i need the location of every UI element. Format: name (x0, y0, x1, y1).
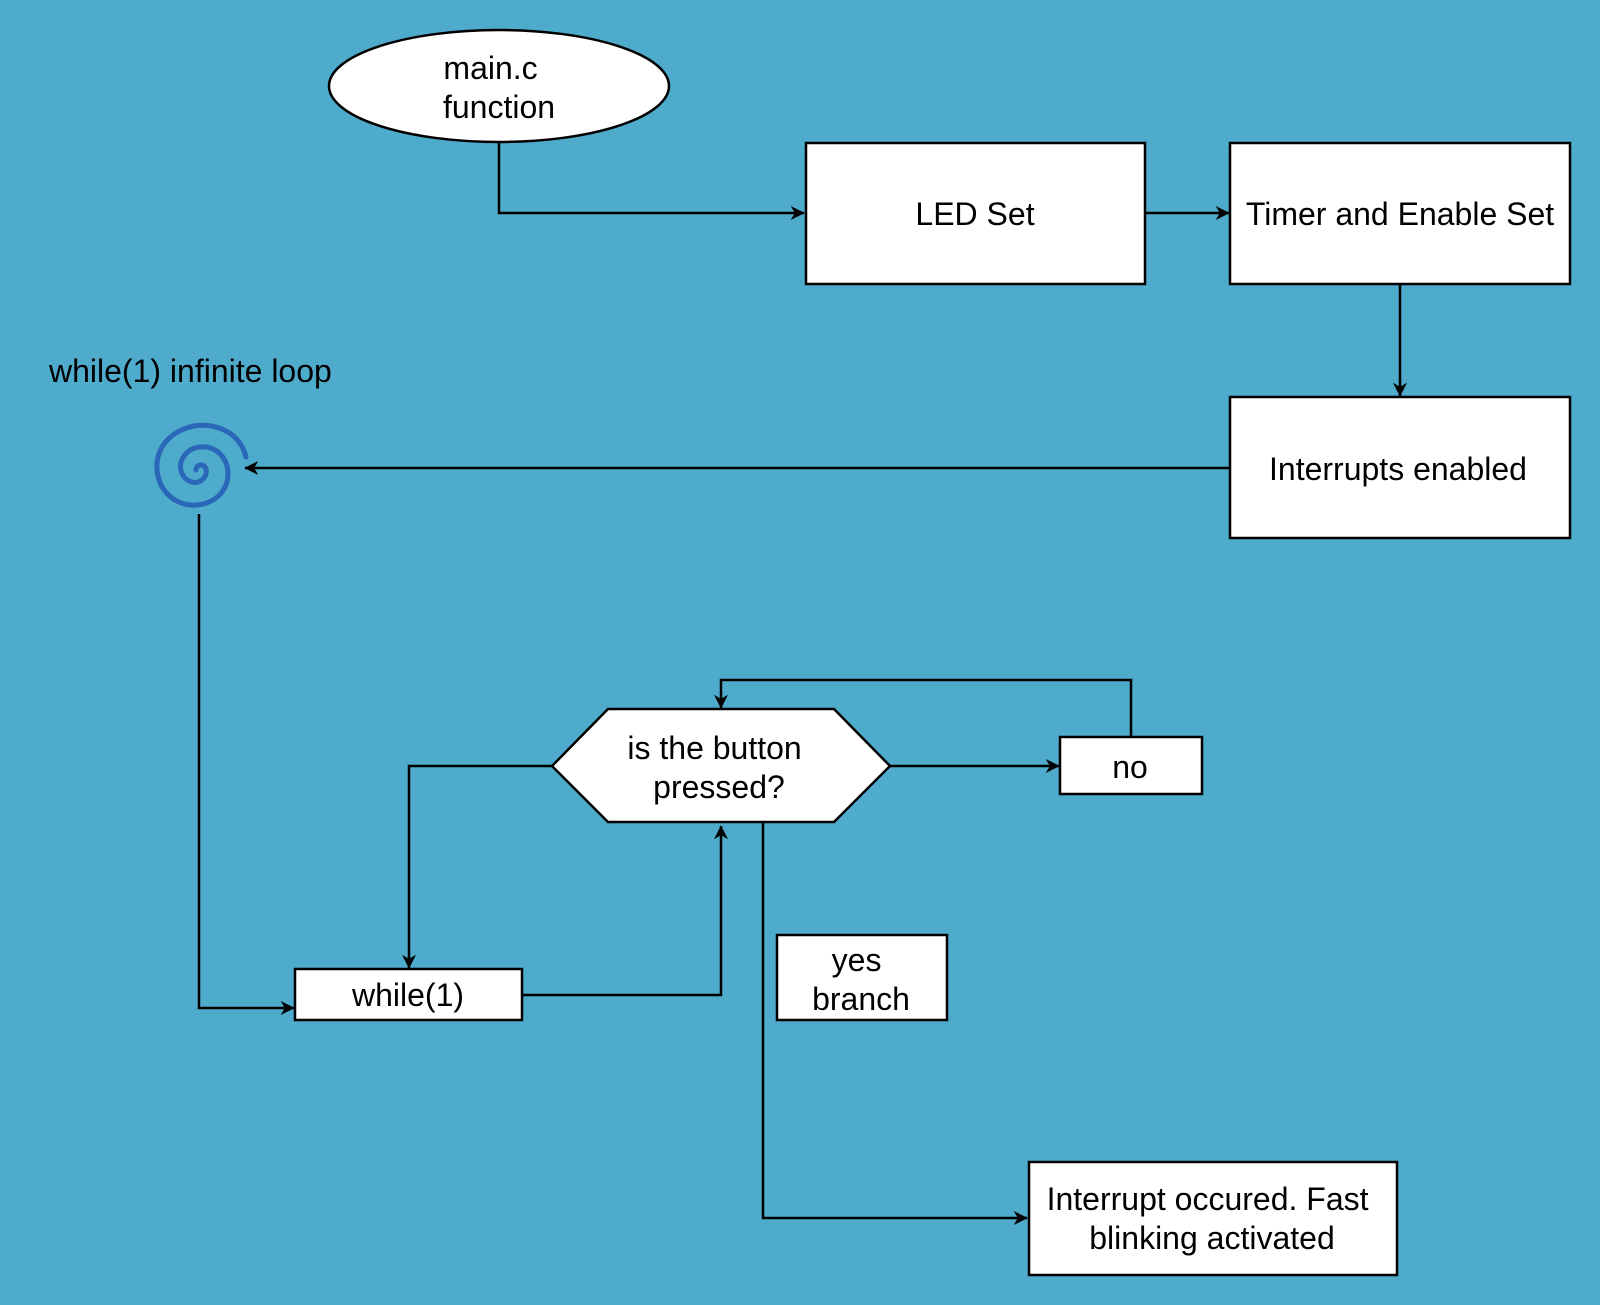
main-function-label-line-2: function (443, 89, 555, 125)
no-branch-label: no (1112, 749, 1148, 785)
button-decision-hexagon (550, 707, 892, 824)
timer-enable-set-box (1228, 141, 1572, 286)
node-yes-branch: yes branch (775, 933, 949, 1022)
node-interrupt-occurred: Interrupt occured. Fast blinking activat… (1027, 1160, 1399, 1277)
node-button-decision: is the button pressed? (550, 707, 892, 824)
yes-branch-label-line-1: yes (832, 942, 882, 978)
main-function-label-line-1: main.c (443, 50, 537, 86)
main-function-shape (327, 28, 671, 144)
node-interrupts-enabled: Interrupts enabled (1228, 395, 1572, 540)
button-decision-label-line-1: is the button (627, 730, 801, 766)
interrupt-occurred-label-line-2: blinking activated (1089, 1220, 1334, 1256)
svg-text:main.c function: main.c function (443, 50, 555, 125)
timer-enable-set-label: Timer and Enable Set (1246, 196, 1554, 232)
edges-group (197, 142, 1407, 1225)
edge-decision-to-while (402, 764, 552, 969)
while-loop-label: while(1) (351, 977, 464, 1013)
edge-loop-to-while (197, 514, 295, 1015)
node-while-loop: while(1) (293, 967, 524, 1022)
interrupt-occurred-label-line-1: Interrupt occured. Fast (1047, 1181, 1369, 1217)
node-timer-enable-set: Timer and Enable Set (1228, 141, 1572, 286)
while-loop-box (293, 967, 524, 1022)
svg-text:Interrupt occured. Fast: Interrupt occured. Fast blinking activat… (1047, 1181, 1378, 1256)
infinite-loop-label: while(1) infinite loop (48, 353, 332, 389)
node-main-function: main.c function (327, 28, 671, 144)
led-set-box (804, 141, 1147, 286)
svg-text:yes branch: yes branch (812, 942, 910, 1017)
svg-text:is the button pressed?: is the button pressed? (627, 730, 810, 805)
interrupts-enabled-box (1228, 395, 1572, 540)
edge-main-to-led-set (497, 142, 805, 220)
interrupt-occurred-box (1027, 1160, 1399, 1277)
yes-branch-label-line-2: branch (812, 981, 910, 1017)
node-infinite-loop: while(1) infinite loop (48, 353, 332, 508)
edge-while-to-decision (522, 825, 728, 997)
button-decision-label-line-2: pressed? (653, 769, 785, 805)
interrupts-enabled-label: Interrupts enabled (1269, 451, 1527, 487)
node-led-set: LED Set (804, 141, 1147, 286)
yes-branch-box (775, 933, 949, 1022)
edge-decision-to-interrupt (761, 823, 1028, 1225)
node-no-branch: no (1058, 735, 1204, 796)
led-set-label: LED Set (915, 196, 1034, 232)
spiral-icon (154, 422, 249, 508)
edge-no-to-decision (714, 678, 1133, 737)
no-branch-box (1058, 735, 1204, 796)
